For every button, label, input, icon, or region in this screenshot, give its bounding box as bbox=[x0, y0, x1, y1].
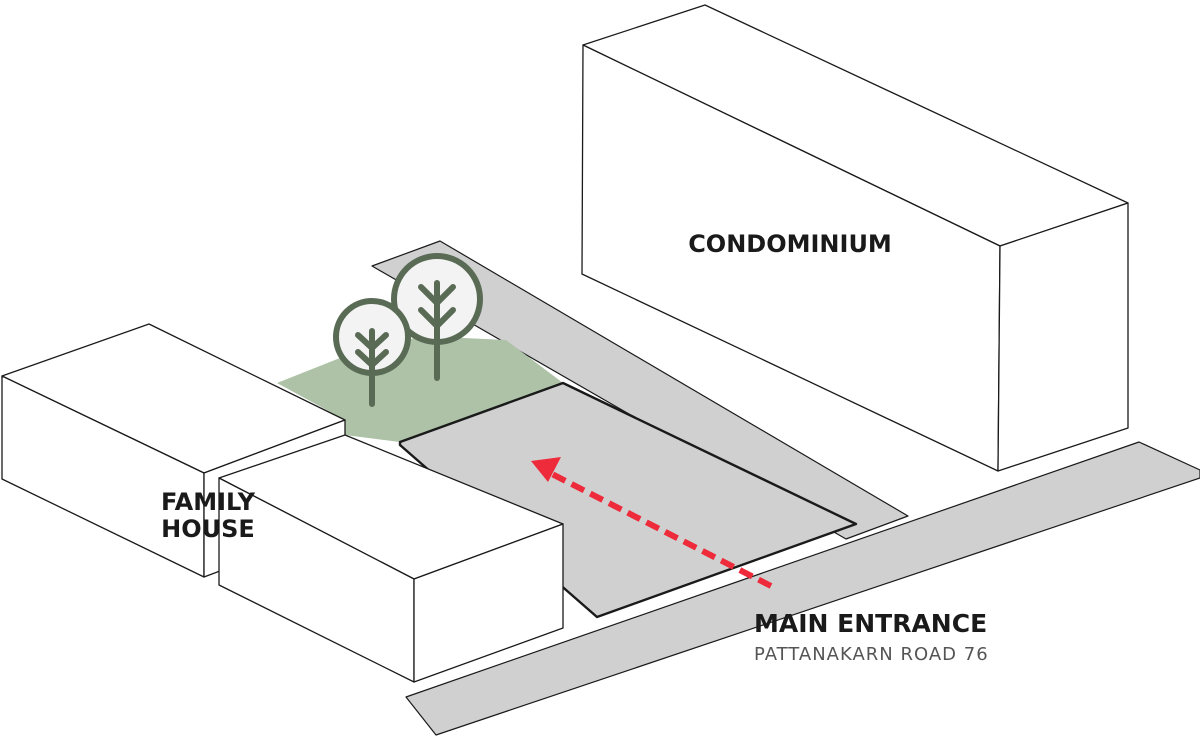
condominium-label: CONDOMINIUM bbox=[688, 230, 892, 258]
family-house-label-line2: HOUSE bbox=[161, 515, 255, 543]
site-plot bbox=[398, 381, 858, 619]
family-house-front-block bbox=[218, 434, 564, 683]
road-name-label: PATTANAKARN ROAD 76 bbox=[754, 644, 989, 665]
main-road bbox=[405, 441, 1200, 736]
condominium-block bbox=[581, 4, 1129, 472]
tree-icon bbox=[391, 253, 483, 381]
tree-icon bbox=[333, 298, 411, 407]
family-house-label-line1: FAMILY bbox=[161, 488, 256, 516]
main-entrance-label: MAIN ENTRANCE bbox=[754, 609, 987, 638]
entrance-arrow-icon bbox=[531, 457, 773, 589]
